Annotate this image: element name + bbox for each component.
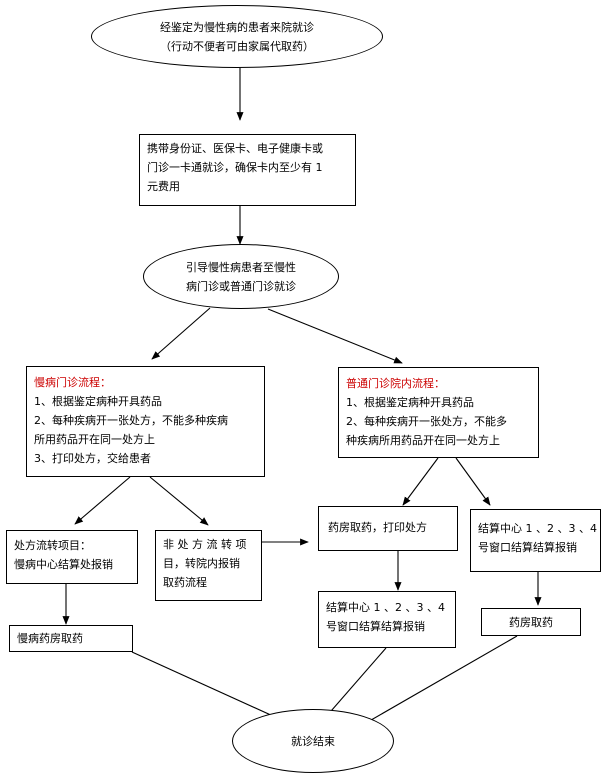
settle-center-right-box: 结算中心 1 、2 、3 、4 号窗口结算结算报销 [470, 509, 601, 572]
start-line-2: （行动不便者可由家属代取药） [160, 39, 314, 53]
chronic-pharmacy-box: 慢病药房取药 [9, 625, 133, 652]
chronic-clinic-box: 慢病门诊流程： 1、根据鉴定病种开具药品 2、每种疾病开一张处方，不能多种疾病 … [26, 366, 265, 477]
general-clinic-title: 普通门诊院内流程： [346, 377, 445, 390]
settle-center-mid-line-1: 结算中心 1 、2 、3 、4 [326, 601, 445, 614]
chronic-pharmacy-label: 慢病药房取药 [17, 632, 83, 645]
settle-center-mid-line-2: 号窗口结算结算报销 [326, 620, 425, 633]
end-oval: 就诊结束 [232, 709, 394, 773]
guide-line-1: 引导慢性病患者至慢性 [186, 260, 296, 274]
documents-box: 携带身份证、医保卡、电子健康卡或 门诊一卡通就诊，确保卡内至少有 1 元费用 [139, 134, 356, 206]
arrow-general-to-pharmacy [402, 457, 439, 506]
chronic-clinic-step-3: 3、打印处方，交给患者 [34, 452, 151, 465]
chronic-clinic-step-2: 2、每种疾病开一张处方，不能多种疾病 [34, 414, 228, 427]
documents-line-1: 携带身份证、医保卡、电子健康卡或 [147, 142, 323, 155]
arrow-chronic-to-transfer [74, 476, 131, 525]
end-label: 就诊结束 [291, 734, 335, 748]
arrow-pickup-to-end [351, 635, 518, 732]
documents-line-2: 门诊一卡通就诊，确保卡内至少有 1 [147, 161, 323, 174]
general-clinic-step-1: 1、根据鉴定病种开具药品 [346, 396, 474, 409]
settle-center-right-line-2: 号窗口结算结算报销 [478, 541, 577, 554]
non-transfer-item-line-1: 非 处 方 流 转 项 [163, 538, 247, 551]
arrow-guide-to-general [267, 308, 403, 364]
general-clinic-step-2-cont: 种疾病所用药品开在同一处方上 [346, 434, 500, 447]
arrow-general-to-settle [455, 457, 491, 506]
chronic-clinic-title: 慢病门诊流程： [34, 376, 111, 389]
arrow-chronic-to-nontransfer [149, 476, 209, 526]
pharmacy-pickup-box: 药房取药 [481, 608, 581, 636]
transfer-item-box: 处方流转项目： 慢病中心结算处报销 [6, 530, 138, 584]
non-transfer-item-box: 非 处 方 流 转 项 目，转院内报销 取药流程 [155, 530, 262, 601]
start-oval: 经鉴定为慢性病的患者来院就诊 （行动不便者可由家属代取药） [91, 5, 383, 68]
transfer-item-line-1: 处方流转项目： [14, 539, 91, 552]
pharmacy-pickup-label: 药房取药 [509, 616, 553, 629]
general-clinic-step-2: 2、每种疾病开一张处方，不能多 [346, 415, 507, 428]
settle-center-right-line-1: 结算中心 1 、2 、3 、4 [478, 522, 597, 535]
pharmacy-print-label: 药房取药，打印处方 [328, 521, 427, 534]
chronic-clinic-step-1: 1、根据鉴定病种开具药品 [34, 395, 162, 408]
general-clinic-box: 普通门诊院内流程： 1、根据鉴定病种开具药品 2、每种疾病开一张处方，不能多 种… [338, 367, 539, 458]
transfer-item-line-2: 慢病中心结算处报销 [14, 558, 113, 571]
documents-line-3: 元费用 [147, 180, 180, 193]
start-line-1: 经鉴定为慢性病的患者来院就诊 [160, 20, 314, 34]
non-transfer-item-line-3: 取药流程 [163, 576, 207, 589]
non-transfer-item-line-2: 目，转院内报销 [163, 557, 240, 570]
guide-oval: 引导慢性病患者至慢性 病门诊或普通门诊就诊 [143, 244, 339, 309]
arrow-guide-to-chronic [151, 307, 211, 360]
settle-center-mid-box: 结算中心 1 、2 、3 、4 号窗口结算结算报销 [318, 591, 456, 648]
guide-line-2: 病门诊或普通门诊就诊 [186, 279, 296, 293]
chronic-clinic-step-2-cont: 所用药品开在同一处方上 [34, 433, 155, 446]
pharmacy-print-box: 药房取药，打印处方 [318, 506, 458, 551]
